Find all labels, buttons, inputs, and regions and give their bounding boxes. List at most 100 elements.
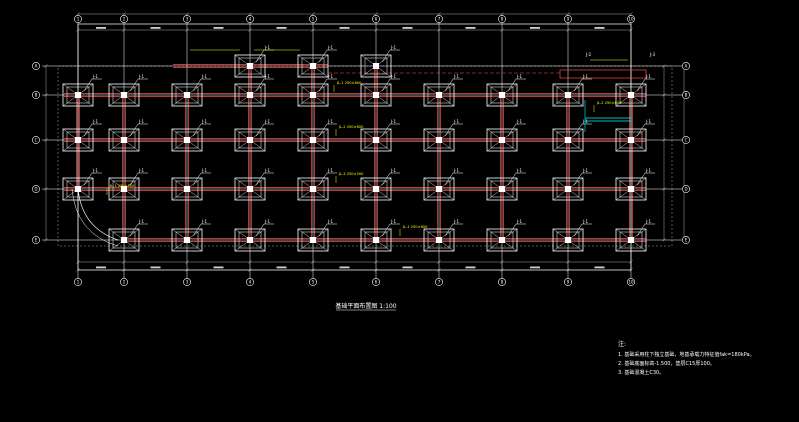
axis-bubble-left-B: B — [32, 91, 40, 99]
dim-text-mark — [465, 266, 476, 269]
footing-tag: J-1 — [264, 45, 270, 50]
footing-j1: J-1 — [62, 74, 102, 107]
axis-bubble-top-4: 4 — [246, 15, 254, 23]
footing-j1: J-1 — [108, 119, 148, 152]
footing-step — [301, 231, 325, 249]
footing-tag: J-1 — [453, 219, 459, 224]
footing-tag: J-1 — [264, 74, 270, 79]
axis-bubble-circle — [372, 15, 380, 23]
dim-tick — [374, 268, 378, 272]
footing-j1: J-1 — [62, 119, 102, 152]
axis-bubble-circle — [246, 15, 254, 23]
axis-bubble-circle — [32, 91, 40, 99]
beam-note: JL-2 250×600 — [596, 101, 622, 105]
footing-step — [112, 231, 136, 249]
footing-tag: J-1 — [264, 119, 270, 124]
dim-tick — [374, 260, 378, 264]
tag-leader — [381, 123, 391, 137]
footing-tag: J-1 — [516, 74, 522, 79]
footing-j1: J-1 — [552, 168, 592, 201]
tag-leader — [83, 172, 93, 186]
axis-bubble-circle — [435, 278, 443, 286]
footing-tag: J-1 — [201, 168, 207, 173]
axis-bubble-label: 9 — [567, 279, 570, 284]
foundation-beams — [64, 64, 647, 247]
column — [565, 237, 571, 243]
axis-bubble-circle — [682, 62, 690, 70]
tag-leader — [636, 223, 646, 237]
column — [499, 137, 505, 143]
dim-tick — [662, 187, 666, 191]
axis-bubble-label: 8 — [501, 16, 504, 21]
axis-bubble-circle — [682, 91, 690, 99]
column — [628, 186, 634, 192]
footing-j1: J-1 — [297, 219, 337, 252]
axis-bubble-circle — [627, 278, 635, 286]
dim-tick — [629, 260, 633, 264]
dim-text-mark — [594, 27, 605, 29]
footing-tag: J-1 — [582, 74, 588, 79]
axis-bubble-bottom-1: 1 — [74, 278, 82, 286]
column — [436, 92, 442, 98]
footing-outline — [297, 128, 329, 152]
axis-bubble-label: 10 — [628, 279, 634, 284]
axis-bubble-circle — [682, 136, 690, 144]
dim-text-mark — [530, 27, 540, 29]
footing-step — [175, 131, 199, 149]
footing-outline — [297, 228, 329, 252]
footing-step — [301, 86, 325, 104]
footing-tag: J-1 — [453, 119, 459, 124]
column — [121, 237, 127, 243]
dim-tick — [500, 268, 504, 272]
axis-bubble-bottom-9: 9 — [564, 278, 572, 286]
footing-j1: J-1 — [297, 168, 337, 201]
column — [373, 186, 379, 192]
footing-step — [427, 180, 451, 198]
dim-tick — [122, 12, 126, 16]
footing-j1: J-1 — [552, 74, 592, 107]
axis-bubble-bottom-2: 2 — [120, 278, 128, 286]
tag-leader — [636, 78, 646, 92]
axis-bubble-bottom-10: 10 — [627, 278, 635, 286]
footing-j1: J-1 — [615, 74, 655, 107]
axis-bubble-right-E: E — [682, 236, 690, 244]
footing-outline — [234, 177, 266, 201]
tag-leader — [573, 223, 583, 237]
column — [436, 237, 442, 243]
footing-step — [619, 231, 643, 249]
axis-bubble-bottom-7: 7 — [435, 278, 443, 286]
footing-step — [556, 231, 580, 249]
tag-leader — [573, 123, 583, 137]
beam-note: JL-1 250×600 — [336, 81, 362, 85]
axis-bubble-label: A — [35, 63, 38, 68]
footing-j1: J-1 — [615, 219, 655, 252]
dim-tick — [185, 28, 189, 32]
beam-note: JL-3 250×500 — [109, 184, 135, 188]
column — [184, 137, 190, 143]
dim-tick — [662, 238, 666, 242]
footing-step — [66, 131, 90, 149]
footing-tag: J-1 — [138, 168, 144, 173]
axis-bubble-circle — [682, 236, 690, 244]
footing-j1: J-1 — [171, 119, 211, 152]
footing-j1: J-1 — [423, 119, 463, 152]
footing-tag: J-1 — [92, 119, 98, 124]
axis-bubble-label: 4 — [249, 16, 252, 21]
footing-tag: J-1 — [327, 219, 333, 224]
footing-tag: J-1 — [201, 74, 207, 79]
footing-j1: J-1 — [486, 119, 526, 152]
dim-text-mark — [276, 266, 287, 269]
column — [565, 137, 571, 143]
column — [628, 237, 634, 243]
footing-tag: J-1 — [92, 168, 98, 173]
axis-bubble-label: D — [34, 186, 37, 191]
footing-outline — [234, 228, 266, 252]
dim-tick — [44, 187, 48, 191]
axis-bubble-circle — [32, 236, 40, 244]
dim-text-mark — [213, 266, 224, 269]
footing-outline — [297, 83, 329, 107]
tag-leader — [573, 172, 583, 186]
special-tag: J-2 — [585, 52, 591, 57]
column — [499, 186, 505, 192]
